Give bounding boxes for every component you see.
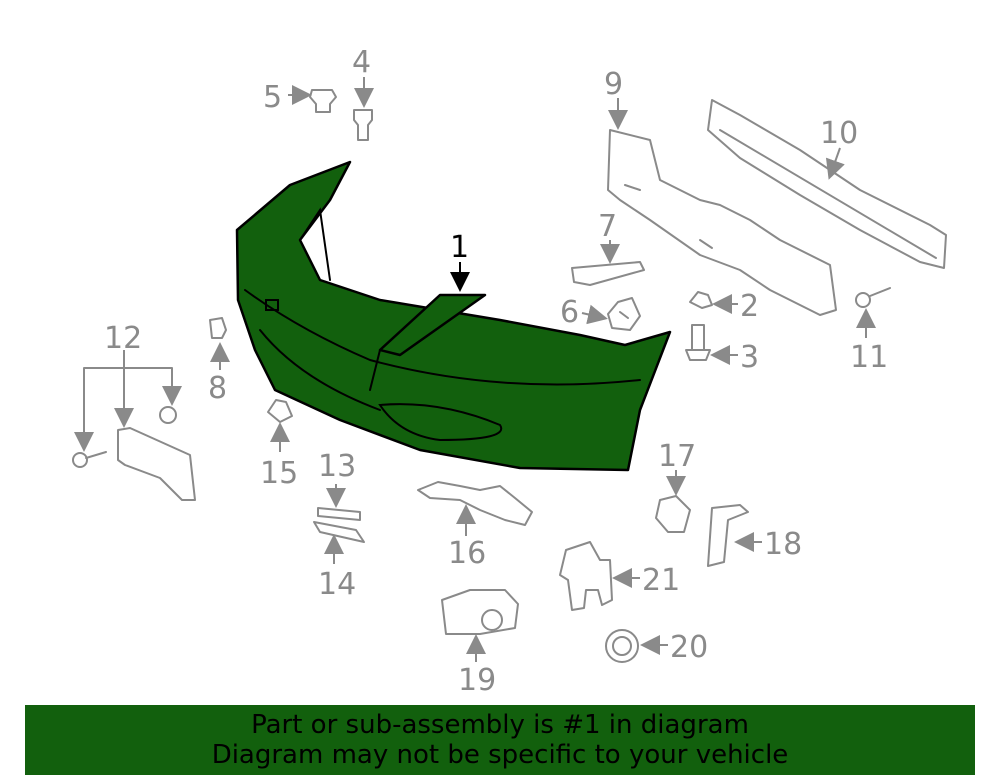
svg-text:12: 12 xyxy=(104,321,142,356)
exploded-parts-diagram: 1 2 3 4 5 6 7 8 xyxy=(72,45,947,698)
push-pin-part-4: 4 xyxy=(352,45,374,141)
svg-text:19: 19 xyxy=(458,663,496,698)
bracket-part-12: 12 xyxy=(72,321,196,501)
bracket-part-18: 18 xyxy=(707,504,802,567)
clip-part-2: 2 xyxy=(689,289,759,324)
reinforcement-beam-part-10: 10 xyxy=(707,99,947,269)
svg-text:9: 9 xyxy=(604,67,623,102)
svg-text:20: 20 xyxy=(670,630,708,665)
svg-text:2: 2 xyxy=(740,289,759,324)
sensor-ring-part-20: 20 xyxy=(605,629,708,665)
bracket-part-7: 7 xyxy=(571,209,645,286)
clip-part-5: 5 xyxy=(263,80,337,115)
strip-part-14: 14 xyxy=(313,521,365,602)
bracket-part-16: 16 xyxy=(417,481,533,571)
svg-text:21: 21 xyxy=(642,563,680,598)
bolt-part-11: 11 xyxy=(850,287,891,375)
svg-text:8: 8 xyxy=(208,371,227,406)
callout-1: 1 xyxy=(450,230,470,292)
absorber-part-9: 9 xyxy=(604,67,837,316)
clip-part-8: 8 xyxy=(208,317,230,406)
notice-banner: Part or sub-assembly is #1 in diagram Di… xyxy=(25,705,975,775)
connector-part-17: 17 xyxy=(655,439,696,533)
svg-text:14: 14 xyxy=(318,567,356,602)
svg-text:15: 15 xyxy=(260,456,298,491)
svg-text:1: 1 xyxy=(450,230,469,265)
svg-text:16: 16 xyxy=(448,536,486,571)
svg-text:18: 18 xyxy=(764,527,802,562)
notice-line-1: Part or sub-assembly is #1 in diagram xyxy=(251,710,749,740)
svg-text:7: 7 xyxy=(598,209,617,244)
svg-text:5: 5 xyxy=(263,80,282,115)
bolt-part-3: 3 xyxy=(685,324,759,375)
bumper-cover-part[interactable] xyxy=(235,160,672,472)
notice-line-2: Diagram may not be specific to your vehi… xyxy=(211,740,789,770)
svg-text:6: 6 xyxy=(560,295,579,330)
svg-text:11: 11 xyxy=(850,340,888,375)
sensor-bracket-part-21: 21 xyxy=(559,541,680,611)
retainer-part-6: 6 xyxy=(560,295,641,331)
parking-sensor-part-19: 19 xyxy=(441,589,519,698)
svg-text:4: 4 xyxy=(352,45,371,80)
svg-text:17: 17 xyxy=(658,439,696,474)
strip-part-13: 13 xyxy=(317,449,361,521)
clip-part-15: 15 xyxy=(260,399,298,491)
svg-text:13: 13 xyxy=(318,449,356,484)
svg-text:3: 3 xyxy=(740,340,759,375)
svg-text:10: 10 xyxy=(820,116,858,151)
